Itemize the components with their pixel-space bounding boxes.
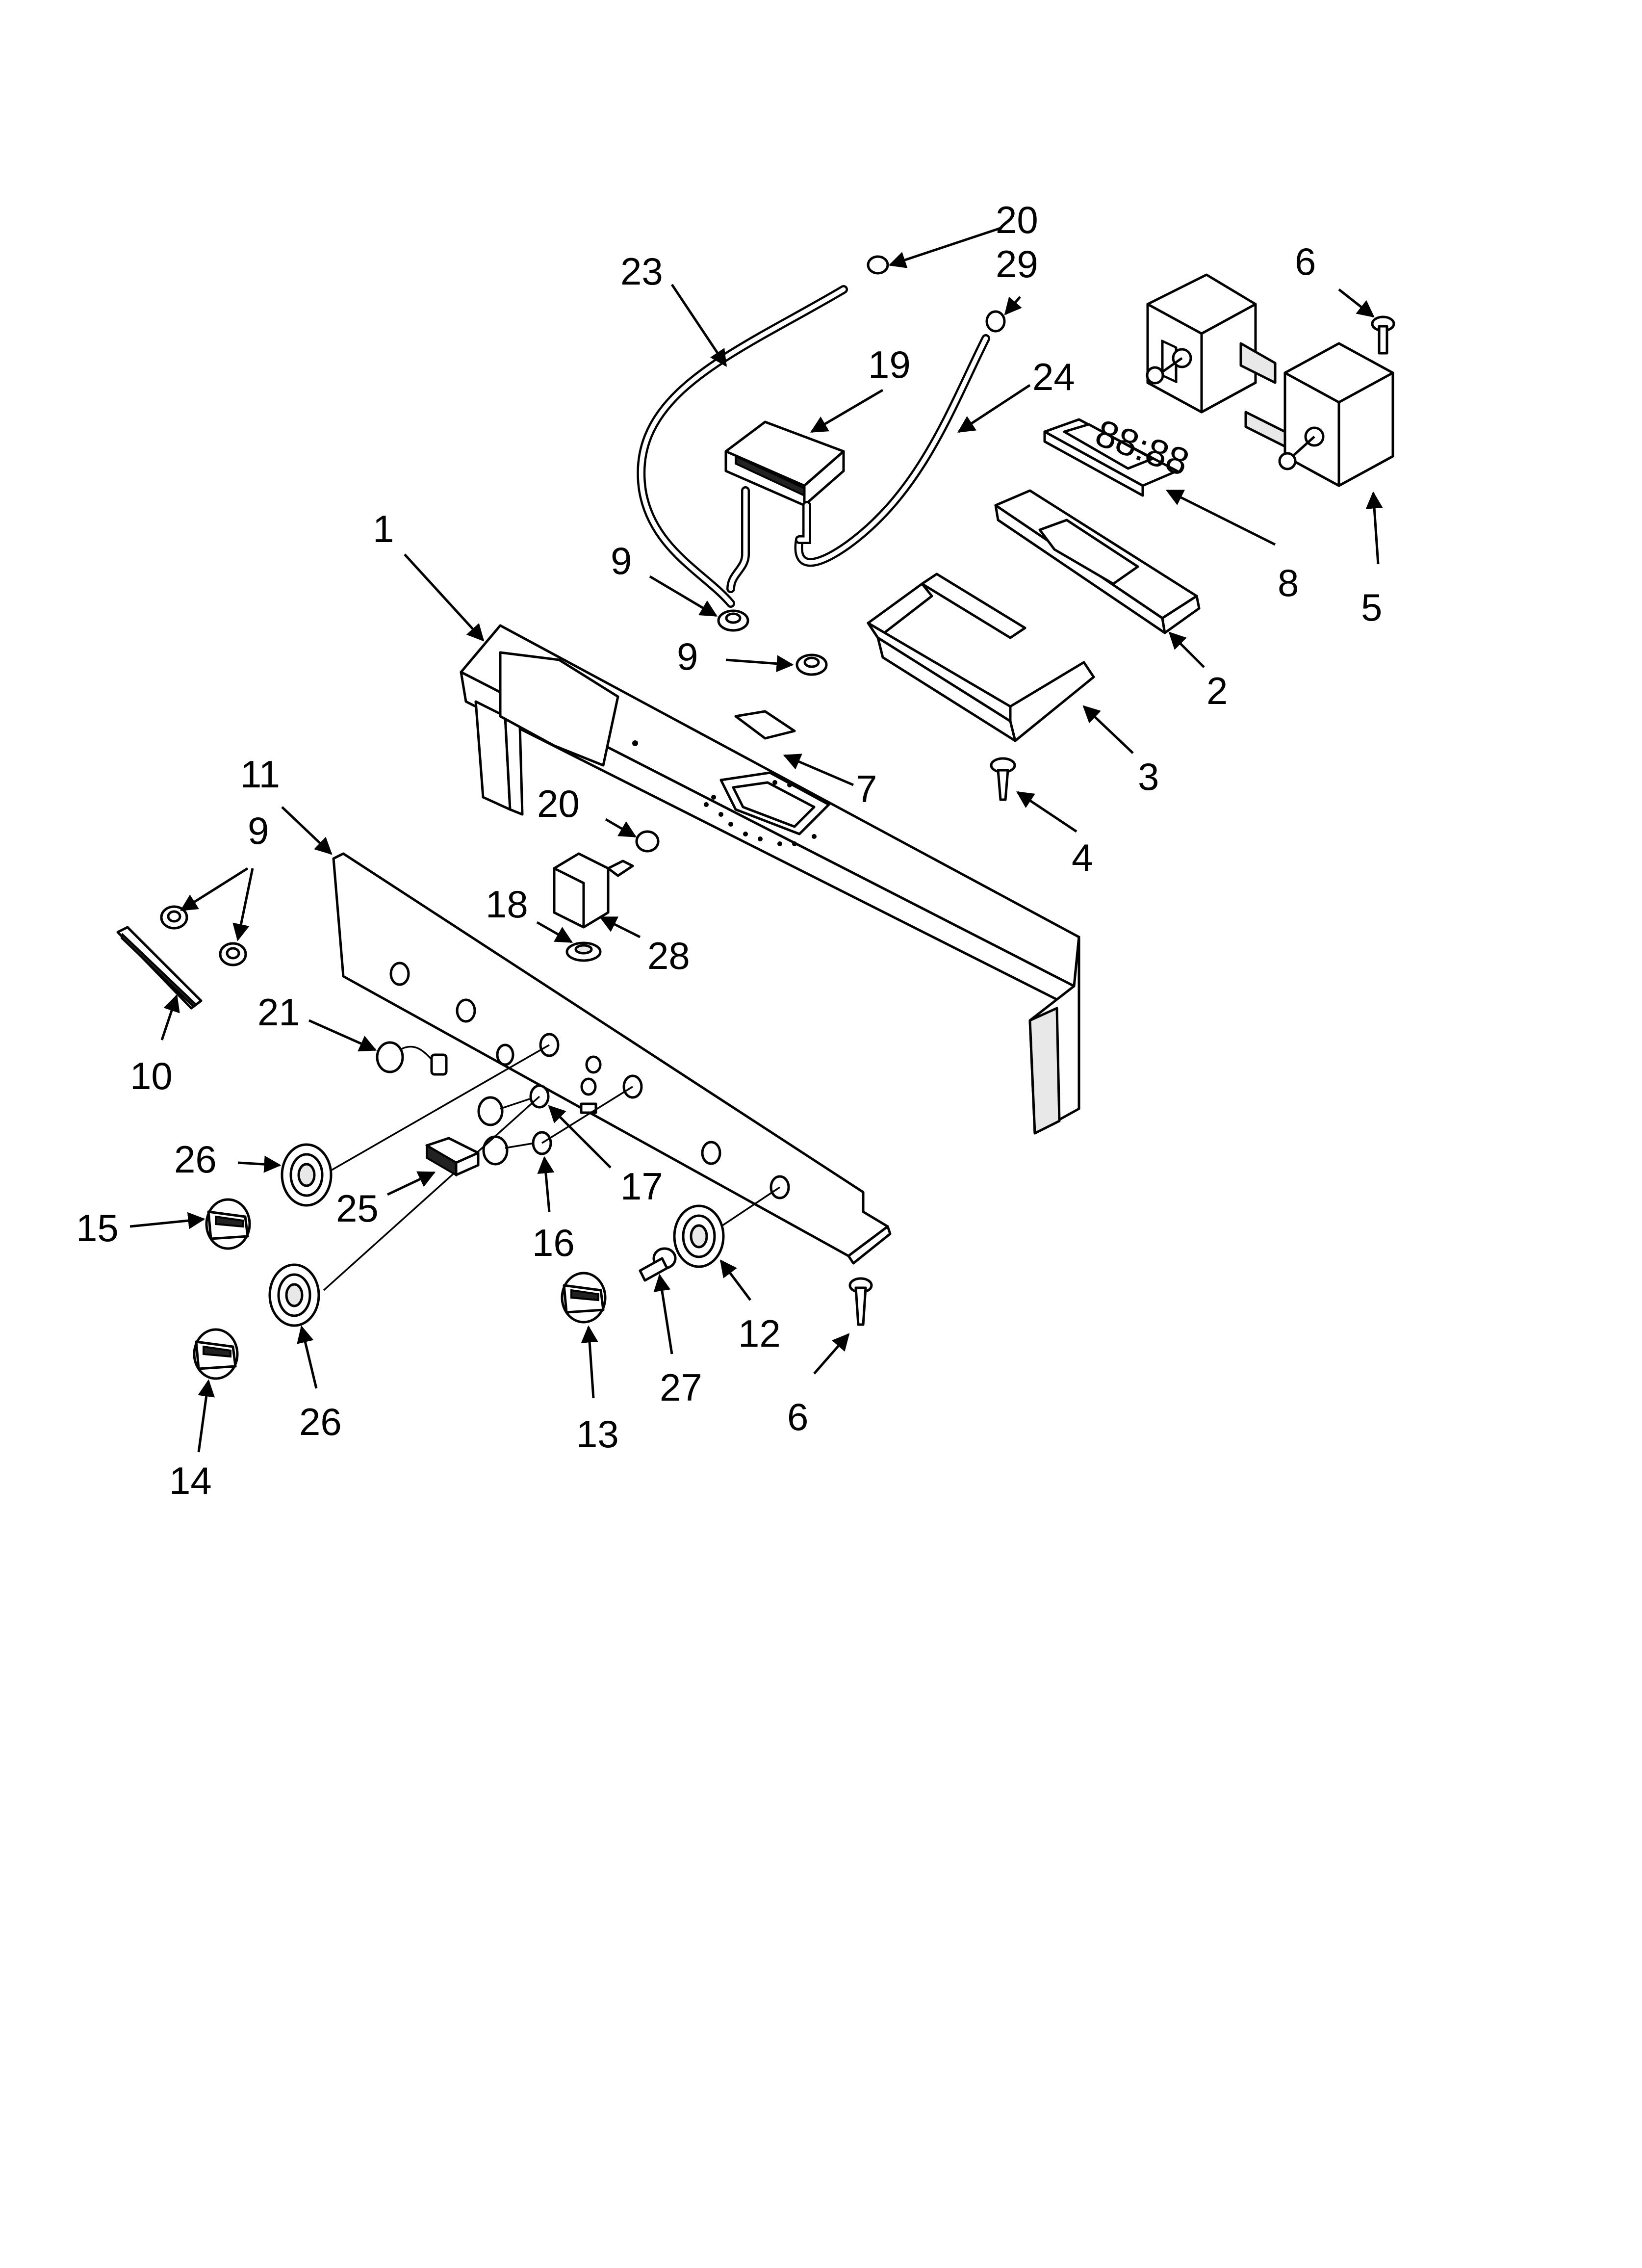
callout-19: 19	[868, 343, 911, 386]
callout-14: 14	[169, 1459, 212, 1502]
screw-upper	[1371, 315, 1395, 355]
overlay-label	[734, 710, 796, 740]
u-tubes	[726, 486, 811, 593]
nut-9-left-b	[219, 942, 247, 966]
callout-12: 12	[738, 1312, 781, 1355]
switch-17	[477, 1084, 550, 1126]
nut-9-middle	[795, 653, 828, 676]
callout-9-left: 9	[248, 809, 269, 852]
ring-29	[985, 310, 1006, 333]
callout-28: 28	[647, 934, 690, 977]
control-panel	[332, 852, 892, 1265]
callout-27: 27	[660, 1366, 702, 1409]
callout-15: 15	[76, 1206, 119, 1250]
rocker-switch-25	[425, 1137, 480, 1177]
screw-lower	[848, 1277, 873, 1326]
knob-13	[561, 1272, 607, 1324]
callout-9-upper: 9	[611, 539, 632, 582]
knob-14	[193, 1328, 239, 1380]
callout-29: 29	[996, 242, 1038, 286]
callout-21: 21	[257, 991, 300, 1034]
screw-4	[990, 757, 1016, 801]
callout-26-lower: 26	[299, 1400, 342, 1443]
callout-24: 24	[1032, 355, 1075, 398]
alignment-line	[323, 1095, 540, 1291]
callout-6-lower: 6	[787, 1395, 808, 1438]
display-bracket	[994, 489, 1201, 634]
tube-23	[637, 285, 848, 608]
callout-25: 25	[336, 1187, 379, 1230]
knob-bezel-26-lower	[268, 1263, 320, 1327]
nut-9-upper	[717, 609, 749, 632]
ring-20-upper	[867, 255, 889, 275]
knob-15	[205, 1198, 251, 1250]
infinite-switches	[1146, 273, 1394, 487]
callout-1: 1	[373, 507, 394, 550]
screw-27	[639, 1247, 677, 1282]
nut-9-left-a	[160, 905, 188, 930]
callout-20-lower: 20	[537, 782, 580, 825]
callout-17: 17	[620, 1165, 663, 1208]
callout-20-upper: 20	[996, 198, 1038, 241]
grommet-18	[565, 941, 602, 962]
callout-10: 10	[130, 1054, 173, 1097]
callout-4: 4	[1072, 836, 1093, 879]
knob-bezel-26-upper	[281, 1143, 333, 1207]
callout-7: 7	[856, 767, 877, 810]
callout-9-middle: 9	[677, 635, 698, 678]
ring-20-lower	[635, 830, 660, 853]
callout-11: 11	[240, 753, 280, 796]
callout-16: 16	[532, 1221, 575, 1264]
leader-lines	[129, 227, 1383, 1453]
alignment-line	[318, 1044, 550, 1178]
callout-18: 18	[486, 883, 528, 926]
callout-2: 2	[1206, 669, 1228, 712]
switch-housing	[724, 420, 845, 507]
callout-13: 13	[576, 1412, 619, 1456]
console-keypad	[704, 780, 817, 846]
clock-board: 88:88	[1043, 411, 1195, 497]
callout-26-upper: 26	[174, 1138, 217, 1181]
alignment-line	[541, 1086, 633, 1144]
callout-3: 3	[1138, 755, 1159, 798]
callout-23: 23	[620, 250, 663, 293]
callout-5: 5	[1361, 586, 1382, 629]
callout-6-upper: 6	[1295, 240, 1316, 283]
bezel-10	[116, 926, 203, 1010]
spark-module-28	[553, 852, 634, 929]
control-shield	[867, 573, 1095, 742]
callout-labels: 20 23 29 6 19 24 1 9 8 5 9 2 3 7 11 20 9…	[76, 198, 1382, 1502]
tube-24	[794, 334, 990, 567]
callout-8: 8	[1278, 561, 1299, 604]
console-backguard	[460, 624, 1080, 1135]
knob-bezel-12	[673, 1204, 725, 1268]
switch-21	[376, 1041, 448, 1076]
